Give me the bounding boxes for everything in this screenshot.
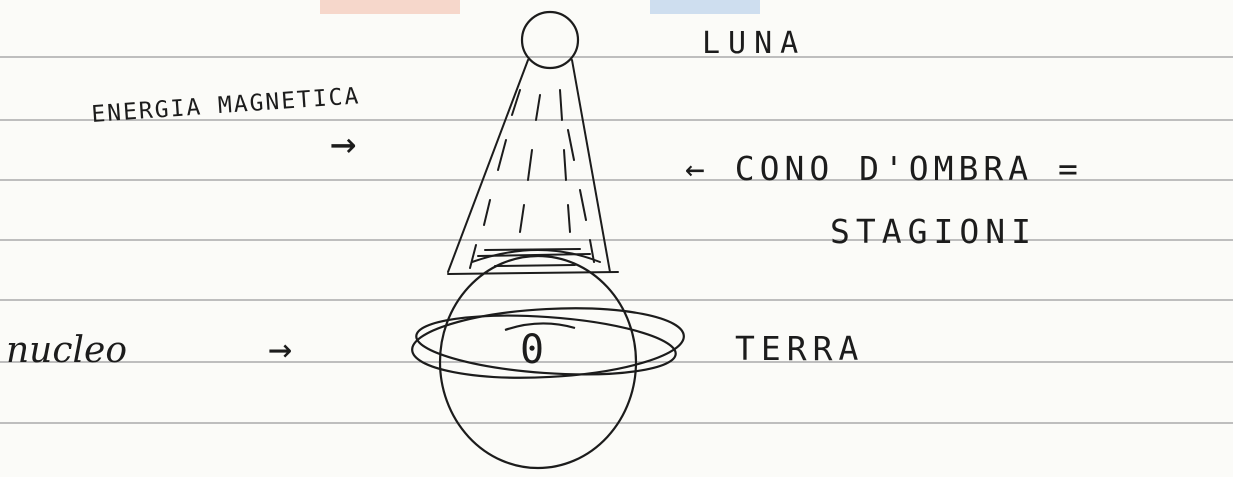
shadow-cone [448, 60, 618, 274]
label-shadow-cone: ← CONO D'OMBRA = [685, 149, 1083, 188]
core-symbol: 0 [520, 327, 544, 373]
label-magnetic-energy: ENERGIA MAGNETICA [91, 83, 362, 128]
cone-dash-4 [568, 130, 594, 262]
cone-dash-3 [560, 90, 570, 232]
arrow-magnetic-energy: → [330, 118, 357, 169]
label-moon: LUNA [702, 26, 806, 61]
arrow-nucleus: → [268, 326, 292, 372]
label-seasons: STAGIONI [830, 212, 1037, 251]
label-earth: TERRA [735, 329, 864, 368]
moon-circle [522, 12, 578, 68]
label-nucleus: nucleo [6, 330, 127, 371]
cone-dash-2 [520, 95, 540, 232]
cone-dash-1 [470, 90, 520, 268]
watermark-left [320, 0, 460, 14]
watermark-right [650, 0, 760, 14]
earth-ring-2 [414, 308, 677, 382]
